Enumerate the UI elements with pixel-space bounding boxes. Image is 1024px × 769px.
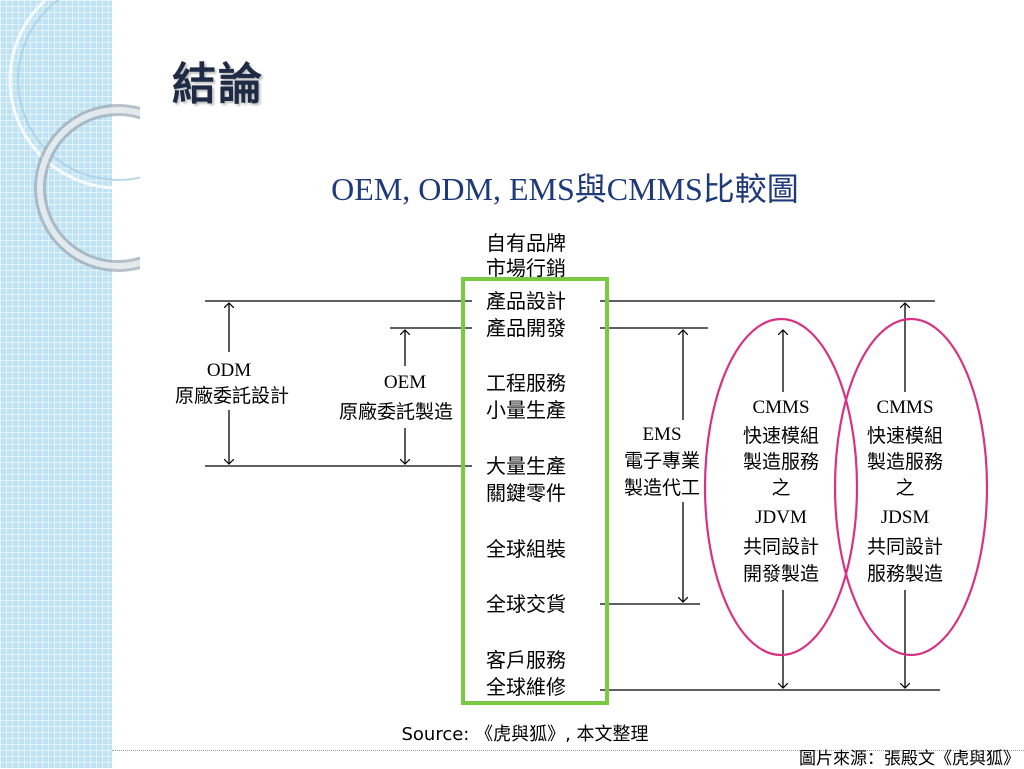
jdvm-line: 共同設計 bbox=[743, 536, 819, 558]
range-arrows bbox=[229, 303, 905, 688]
oem-desc: 原廠委託製造 bbox=[339, 400, 453, 423]
jdsm-line: JDSM bbox=[881, 507, 930, 528]
jdsm-line: 快速模組 bbox=[867, 425, 943, 447]
stage-label: 全球維修 bbox=[486, 675, 566, 699]
stage-label: 小量生產 bbox=[486, 398, 566, 422]
odm-desc: 原廠委託設計 bbox=[175, 384, 289, 407]
decorative-circles bbox=[8, 0, 140, 272]
oem-label: OEM 原廠委託製造 bbox=[339, 372, 453, 423]
jdsm-label: CMMS 快速模組 製造服務 之 JDSM 共同設計 服務製造 bbox=[867, 397, 943, 585]
stage-label: 工程服務 bbox=[486, 371, 566, 395]
stage-label: 關鍵零件 bbox=[486, 481, 566, 505]
sidebar-pattern bbox=[0, 0, 112, 768]
jdsm-line: 服務製造 bbox=[867, 563, 943, 585]
stage-label: 自有品牌 bbox=[486, 231, 566, 255]
stage-label: 市場行銷 bbox=[486, 256, 566, 280]
diagram-source: Source: 《虎與狐》, 本文整理 bbox=[401, 724, 648, 745]
odm-label: ODM 原廠委託設計 bbox=[175, 360, 289, 407]
stage-label: 大量生產 bbox=[486, 454, 566, 478]
jdvm-line: 之 bbox=[771, 477, 790, 499]
footer-divider bbox=[112, 750, 1024, 751]
jdvm-line: CMMS bbox=[752, 397, 809, 418]
reference-lines bbox=[205, 300, 940, 691]
odm-code: ODM bbox=[207, 360, 251, 381]
jdsm-ellipse bbox=[833, 317, 989, 657]
jdsm-line: 之 bbox=[895, 477, 914, 499]
stage-labels: 自有品牌 市場行銷 產品設計 產品開發 工程服務 小量生產 大量生產 關鍵零件 … bbox=[486, 231, 566, 699]
jdsm-line: 製造服務 bbox=[867, 451, 943, 473]
jdsm-line: 共同設計 bbox=[867, 536, 943, 558]
slide-title: 結論 bbox=[172, 59, 264, 110]
ems-desc: 製造代工 bbox=[624, 477, 700, 499]
stage-label: 全球交貨 bbox=[486, 592, 566, 616]
stage-label: 全球組裝 bbox=[486, 537, 566, 561]
jdsm-line: CMMS bbox=[876, 397, 933, 418]
jdvm-label: CMMS 快速模組 製造服務 之 JDVM 共同設計 開發製造 bbox=[743, 397, 819, 585]
jdvm-ellipse bbox=[703, 317, 859, 657]
ems-code: EMS bbox=[642, 424, 681, 445]
jdvm-line: 開發製造 bbox=[743, 563, 819, 585]
jdvm-line: JDVM bbox=[755, 507, 807, 528]
jdvm-line: 製造服務 bbox=[743, 451, 819, 473]
highlight-box bbox=[461, 277, 609, 705]
jdvm-line: 快速模組 bbox=[743, 425, 819, 447]
stage-label: 產品開發 bbox=[486, 316, 566, 340]
ems-desc: 電子專業 bbox=[624, 450, 700, 472]
ems-label: EMS 電子專業 製造代工 bbox=[624, 424, 700, 499]
stage-label: 產品設計 bbox=[486, 289, 566, 313]
oem-code: OEM bbox=[384, 372, 426, 393]
image-credit: 圖片來源：張殿文《虎與狐》 bbox=[799, 749, 1020, 769]
diagram-title: OEM, ODM, EMS與CMMS比較圖 bbox=[331, 171, 799, 207]
stage-label: 客戶服務 bbox=[486, 648, 566, 672]
